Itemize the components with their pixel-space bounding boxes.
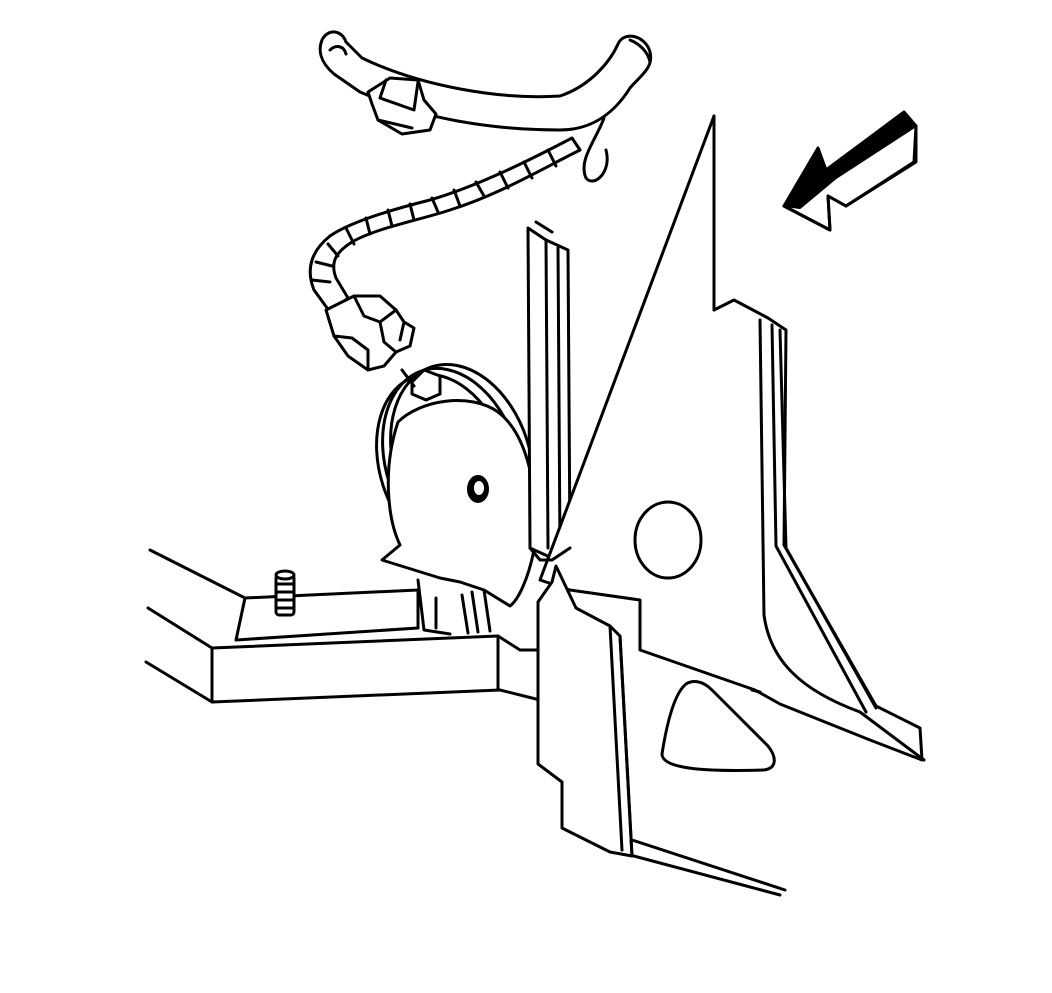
harness-clip	[366, 76, 438, 136]
electrical-connector	[324, 294, 416, 372]
horn	[375, 362, 538, 608]
mounting-stud	[274, 569, 296, 617]
view-arrow-icon	[782, 110, 918, 232]
lower-flange	[528, 546, 787, 897]
radiator-support-panel	[538, 114, 926, 772]
wiring-harness	[308, 30, 653, 314]
vertical-bracket	[526, 220, 572, 560]
